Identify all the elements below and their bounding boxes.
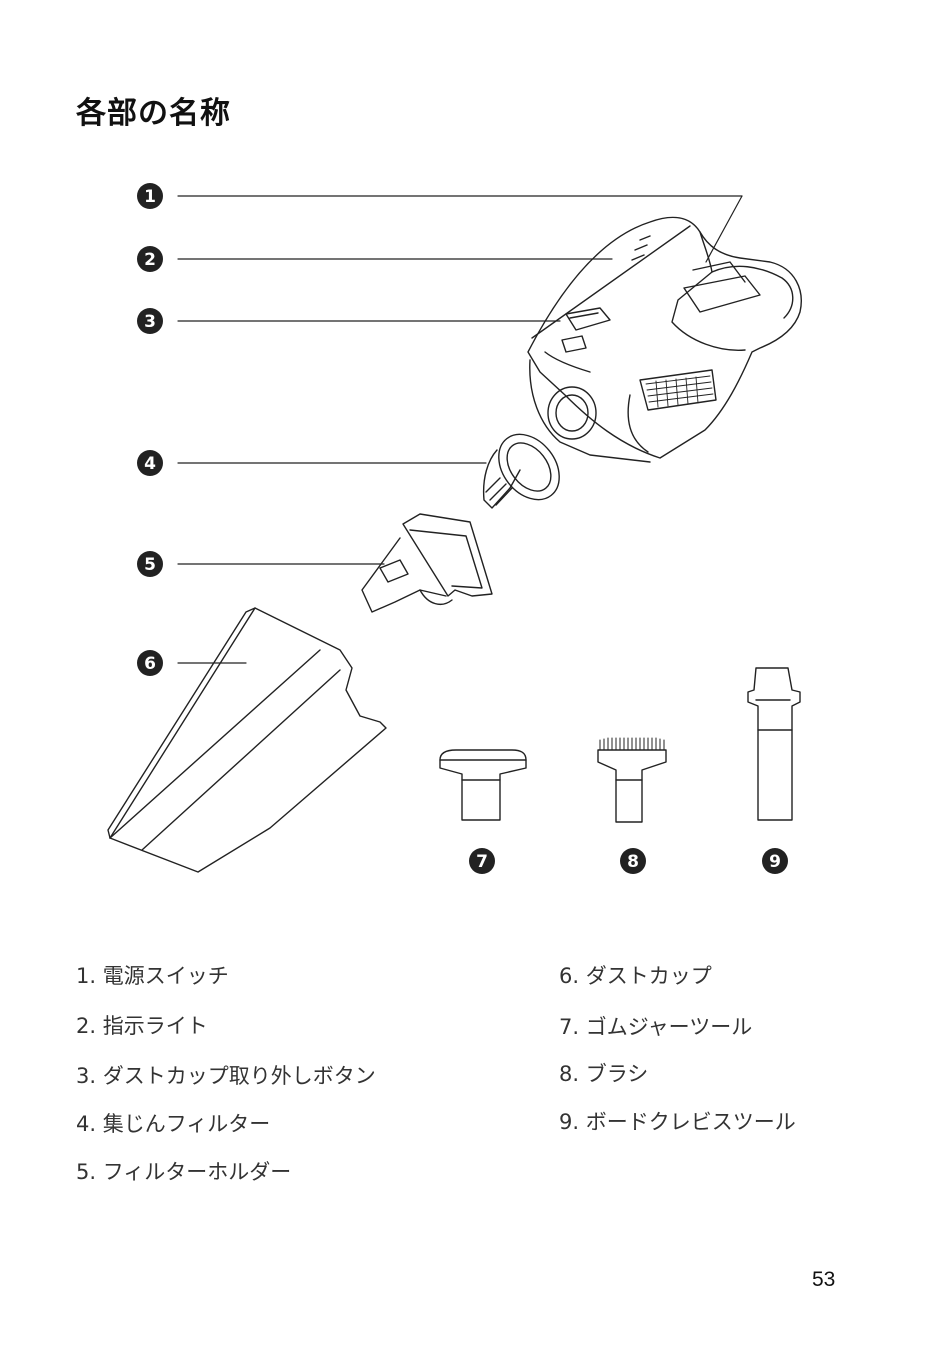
- legend-item-3: 3. ダストカップ取り外しボタン: [76, 1060, 376, 1090]
- legend-item-2: 2. 指示ライト: [76, 1010, 208, 1040]
- marker-3: 3: [137, 308, 163, 334]
- brush-tool: [598, 750, 666, 822]
- legend-item-9: 9. ボードクレビスツール: [559, 1106, 796, 1136]
- legend-item-6: 6. ダストカップ: [559, 960, 712, 990]
- vacuum-body: [528, 217, 801, 462]
- legend-item-1: 1. 電源スイッチ: [76, 960, 229, 990]
- svg-text:6: 6: [144, 654, 156, 674]
- legend-item-5: 5. フィルターホルダー: [76, 1156, 291, 1186]
- svg-text:2: 2: [144, 250, 156, 270]
- rubber-tool: [440, 750, 526, 820]
- legend-item-4: 4. 集じんフィルター: [76, 1108, 270, 1138]
- svg-text:9: 9: [769, 852, 781, 872]
- svg-text:8: 8: [627, 852, 639, 872]
- marker-6: 6: [137, 650, 163, 676]
- marker-5: 5: [137, 551, 163, 577]
- dust-cup: [108, 608, 386, 872]
- legend-item-7: 7. ゴムジャーツール: [559, 1011, 752, 1041]
- brush-bristles: [600, 738, 664, 750]
- svg-text:3: 3: [144, 312, 156, 332]
- marker-2: 2: [137, 246, 163, 272]
- svg-text:7: 7: [476, 852, 488, 872]
- crevice-tool: [748, 668, 800, 820]
- marker-4: 4: [137, 450, 163, 476]
- marker-1: 1: [137, 183, 163, 209]
- svg-text:5: 5: [144, 555, 156, 575]
- svg-text:4: 4: [144, 454, 156, 474]
- marker-8: 8: [620, 848, 646, 874]
- marker-9: 9: [762, 848, 788, 874]
- leader-lines: [178, 196, 742, 663]
- filter-holder: [362, 514, 492, 612]
- page-number: 53: [812, 1268, 835, 1292]
- legend-item-8: 8. ブラシ: [559, 1058, 648, 1088]
- marker-7: 7: [469, 848, 495, 874]
- filter: [484, 423, 572, 512]
- svg-text:1: 1: [144, 187, 156, 207]
